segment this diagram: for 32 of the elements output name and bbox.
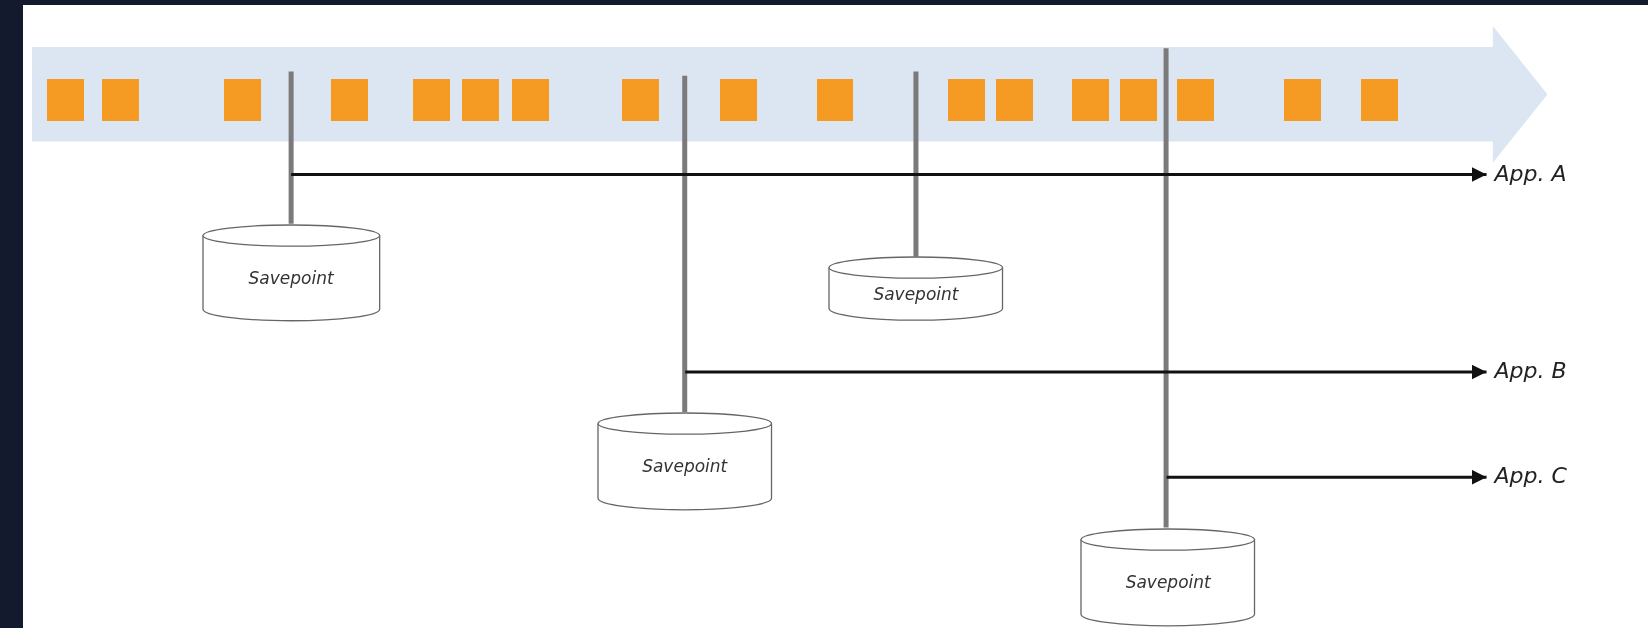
arrow — [1166, 469, 1487, 485]
event-square — [101, 78, 139, 121]
connector-line — [1163, 48, 1169, 528]
app-label: App. A — [1494, 160, 1567, 186]
event-square — [1120, 78, 1158, 121]
event-square — [1177, 78, 1214, 121]
event-square — [1361, 78, 1398, 121]
event-square — [223, 78, 261, 121]
event-square — [816, 78, 854, 121]
event-square — [622, 78, 659, 121]
event-square — [1072, 78, 1109, 121]
arrow — [291, 166, 1487, 182]
event-square — [996, 78, 1034, 121]
event-square — [462, 78, 500, 121]
event-square — [511, 78, 549, 121]
app-label: App. C — [1494, 463, 1567, 489]
connector-line — [682, 75, 688, 412]
savepoint-label: Savepoint — [247, 267, 335, 288]
event-square — [413, 78, 450, 121]
stream-arrow — [31, 26, 1548, 163]
savepoint-label: Savepoint — [641, 456, 729, 477]
savepoint-label: Savepoint — [1124, 571, 1212, 592]
app-label: App. B — [1494, 358, 1567, 384]
savepoint-label: Savepoint — [872, 283, 960, 304]
connector-line — [288, 71, 294, 224]
connector-line — [913, 71, 919, 257]
event-square — [47, 78, 85, 121]
arrow — [685, 364, 1487, 380]
event-square — [719, 78, 757, 121]
event-square — [1284, 78, 1322, 121]
event-square — [948, 78, 985, 121]
event-square — [331, 78, 368, 121]
